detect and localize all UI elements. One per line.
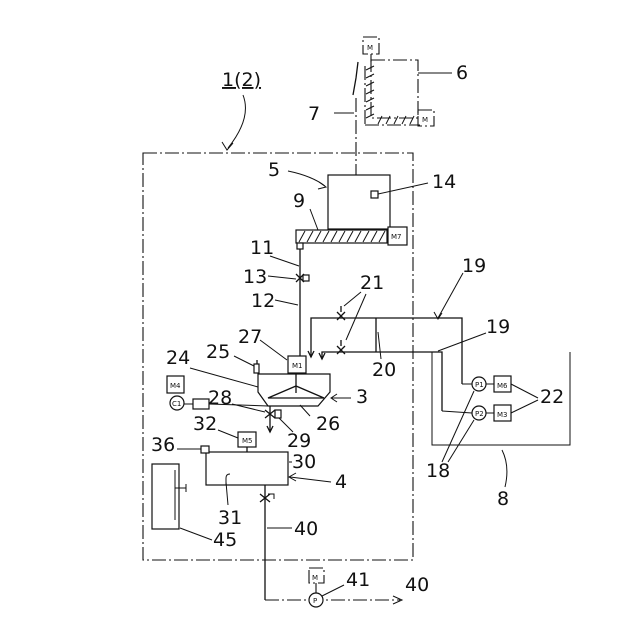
label-9: 9 xyxy=(293,190,305,212)
motor-bottom-label: M xyxy=(312,574,318,582)
motor-m6-label: M6 xyxy=(497,382,508,390)
motor-right-label: M xyxy=(422,116,428,124)
label-45: 45 xyxy=(213,529,237,551)
label-22: 22 xyxy=(540,386,564,408)
label-6: 6 xyxy=(456,62,468,84)
label-12: 12 xyxy=(251,290,275,312)
valve-25 xyxy=(254,360,259,373)
label-41: 41 xyxy=(346,569,370,591)
title-arrow xyxy=(228,95,245,148)
motor-m1-label: M1 xyxy=(292,362,303,370)
label-40-inner: 40 xyxy=(294,518,318,540)
label-5: 5 xyxy=(268,159,280,181)
apparatus-6: M M xyxy=(353,37,434,126)
hopper-5 xyxy=(328,175,390,229)
label-19-lower: 19 xyxy=(486,316,510,338)
pump-p2-label: P2 xyxy=(475,410,484,418)
title-label: 1(2) xyxy=(222,69,261,91)
label-3: 3 xyxy=(356,386,368,408)
tank-4 xyxy=(206,452,288,485)
label-5-leader xyxy=(288,171,325,186)
label-13: 13 xyxy=(243,266,267,288)
sensor-36 xyxy=(201,446,209,453)
label-26: 26 xyxy=(316,413,340,435)
motor-m7-label: M7 xyxy=(391,233,402,241)
label-32: 32 xyxy=(193,413,217,435)
pump-p1-label: P1 xyxy=(475,381,484,389)
label-7: 7 xyxy=(308,103,320,125)
motor-m5-label: M5 xyxy=(242,437,253,445)
motor-top-label: M xyxy=(367,44,373,52)
discharge-valve xyxy=(260,494,274,502)
label-27: 27 xyxy=(238,326,262,348)
compressor-c1-label: C1 xyxy=(172,400,181,408)
label-20: 20 xyxy=(372,359,396,381)
filter xyxy=(193,399,209,409)
label-19-upper: 19 xyxy=(462,255,486,277)
label-29: 29 xyxy=(287,430,311,452)
motor-m3-label: M3 xyxy=(497,411,508,419)
label-28: 28 xyxy=(208,387,232,409)
valve-28 xyxy=(265,410,281,418)
label-31: 31 xyxy=(218,507,242,529)
label-14: 14 xyxy=(432,171,456,193)
pump-41-label: P xyxy=(313,597,317,605)
valve-13 xyxy=(296,274,309,282)
reactor-3 xyxy=(258,374,330,406)
label-4: 4 xyxy=(335,471,347,493)
label-30: 30 xyxy=(292,451,316,473)
label-25: 25 xyxy=(206,341,230,363)
motor-m4-label: M4 xyxy=(170,382,181,390)
label-24: 24 xyxy=(166,347,190,369)
sensor-14 xyxy=(371,191,378,198)
label-8: 8 xyxy=(497,488,509,510)
label-40-outer: 40 xyxy=(405,574,429,596)
label-21: 21 xyxy=(360,272,384,294)
label-18: 18 xyxy=(426,460,450,482)
label-36: 36 xyxy=(151,434,175,456)
